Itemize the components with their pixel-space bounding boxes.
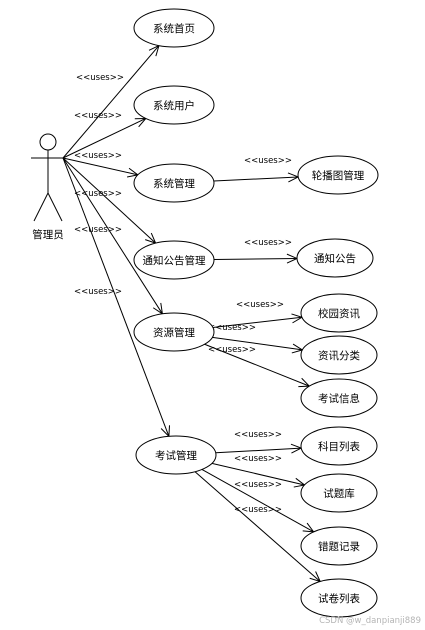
actor-name: 管理员 [32, 228, 64, 241]
use-case-label: 资源管理 [153, 326, 195, 339]
relation-line-res-campus_news [212, 316, 303, 329]
use-case-ellipse [297, 155, 379, 195]
relation-label: <<uses>> [74, 287, 122, 297]
use-case-label: 错题记录 [318, 540, 360, 553]
relation-line-actor-users [62, 118, 147, 159]
use-case-label: 试卷列表 [318, 592, 360, 605]
actor-figure: 管理员 [31, 133, 64, 241]
use-case-carousel: 轮播图管理 [297, 155, 379, 195]
use-case-label: 资讯分类 [318, 349, 360, 362]
use-case-wrong: 错题记录 [300, 526, 378, 566]
relation-line-actor-res [62, 157, 163, 315]
use-case-ellipse [133, 312, 215, 352]
relation-label: <<uses>> [74, 225, 122, 235]
relation-line-res-news_cat [212, 336, 303, 351]
use-case-news_cat: 资讯分类 [300, 335, 378, 375]
relation-lines [62, 44, 322, 583]
use-case-papers: 试卷列表 [300, 578, 378, 618]
use-case-label: 通知公告管理 [143, 254, 206, 267]
use-case-ellipse [135, 435, 217, 475]
use-case-ellipse [300, 578, 378, 618]
use-case-label: 系统首页 [153, 22, 195, 35]
use-case-notice: 通知公告 [296, 238, 374, 278]
relation-label: <<uses>> [244, 156, 292, 166]
use-case-ellipse [300, 335, 378, 375]
use-case-label: 通知公告 [314, 252, 356, 265]
use-case-label: 校园资讯 [318, 307, 360, 320]
relation-line-actor-sys [62, 157, 138, 176]
relation-label: <<uses>> [74, 111, 122, 121]
use-case-home: 系统首页 [133, 8, 215, 48]
relation-line-exam-subjects [215, 447, 302, 454]
relation-labels: <<uses>> <<uses>> <<uses>> <<uses>> <<uses>>… [74, 73, 292, 515]
relation-label: <<uses>> [234, 430, 282, 440]
relation-line-exam-bank [211, 462, 305, 486]
relation-label: <<uses>> [236, 300, 284, 310]
use-case-label: 考试信息 [318, 392, 360, 405]
relation-label: <<uses>> [234, 454, 282, 464]
use-case-exam_info: 考试信息 [300, 378, 378, 418]
relation-line-actor-home [62, 45, 160, 159]
use-case-notice_mgmt: 通知公告管理 [133, 240, 215, 280]
use-case-users: 系统用户 [133, 85, 215, 125]
use-case-sys: 系统管理 [133, 163, 215, 203]
relation-label: <<uses>> [76, 73, 124, 83]
actor-head-icon [39, 133, 57, 151]
use-case-label: 试题库 [323, 487, 355, 500]
use-case-ellipse [300, 526, 378, 566]
use-case-subjects: 科目列表 [300, 426, 378, 466]
relation-label: <<uses>> [208, 345, 256, 355]
relation-line-actor-notice_mgmt [62, 157, 156, 244]
use-case-ellipse [300, 473, 378, 513]
use-case-ellipse [300, 293, 378, 333]
use-case-label: 轮播图管理 [312, 169, 365, 182]
use-case-ellipse [300, 426, 378, 466]
watermark: CSDN @w_danpianji889 [319, 616, 421, 626]
actor-left-leg [33, 192, 49, 222]
use-case-ellipse [300, 378, 378, 418]
relation-line-exam-papers [194, 471, 321, 582]
relation-line-notice_mgmt-notice [213, 257, 298, 261]
use-case-label: 系统用户 [153, 99, 195, 112]
relation-label: <<uses>> [234, 480, 282, 490]
relation-line-actor-exam [62, 157, 170, 437]
use-case-bank: 试题库 [300, 473, 378, 513]
use-case-label: 考试管理 [155, 449, 197, 462]
use-case-res: 资源管理 [133, 312, 215, 352]
relation-line-sys-carousel [213, 176, 299, 182]
relation-label: <<uses>> [244, 238, 292, 248]
use-case-ellipse [133, 163, 215, 203]
use-case-ellipse [133, 240, 215, 280]
actor-right-leg [47, 192, 63, 222]
use-case-label: 系统管理 [153, 177, 195, 190]
relation-line-exam-wrong [201, 469, 314, 533]
relation-line-res-exam_info [204, 343, 310, 387]
use-case-exam: 考试管理 [135, 435, 217, 475]
relation-label: <<uses>> [74, 151, 122, 161]
use-case-ellipse [296, 238, 374, 278]
use-case-campus_news: 校园资讯 [300, 293, 378, 333]
relation-label: <<uses>> [208, 323, 256, 333]
use-case-ellipse [133, 8, 215, 48]
relation-label: <<uses>> [74, 189, 122, 199]
use-case-label: 科目列表 [318, 440, 360, 453]
use-case-ellipse [133, 85, 215, 125]
relation-label: <<uses>> [234, 505, 282, 515]
